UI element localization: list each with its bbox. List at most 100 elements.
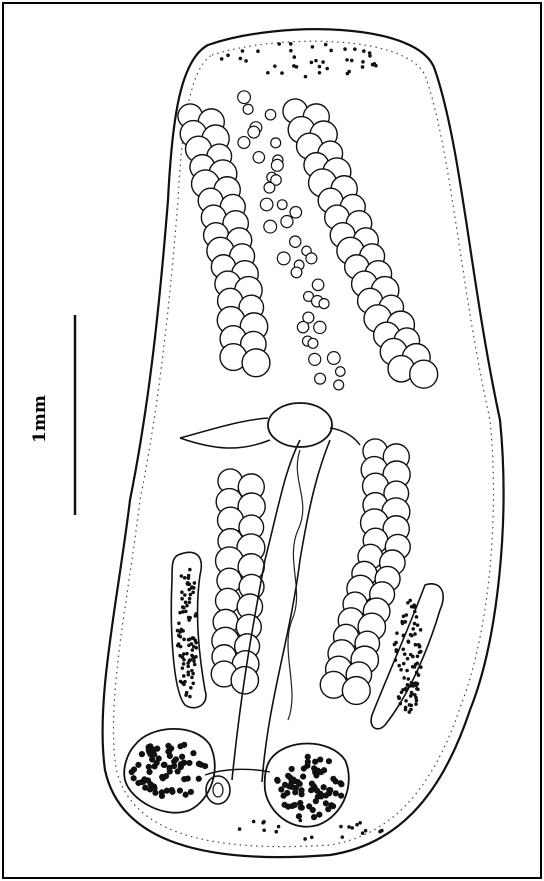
testis-granule	[279, 787, 284, 792]
gland-granule	[420, 629, 422, 631]
testis-granule	[136, 781, 141, 786]
gland-granule	[414, 644, 416, 646]
gland-granule	[189, 593, 191, 595]
gland-granule	[190, 643, 192, 645]
testis-granule	[197, 761, 202, 766]
testis-granule	[178, 788, 183, 793]
gland-granule	[187, 671, 189, 673]
gland-granule	[399, 703, 401, 705]
gland-granule	[192, 673, 194, 675]
stipple-dot	[351, 827, 353, 829]
stipple-dot	[315, 60, 317, 62]
testis-granule	[174, 757, 179, 762]
testis-granule	[333, 791, 338, 796]
testis-granule	[292, 803, 297, 808]
gland-granule	[414, 610, 416, 612]
gland-granule	[394, 659, 396, 661]
uterine-egg	[265, 109, 276, 120]
stipple-dot	[356, 824, 358, 826]
stipple-dot	[277, 825, 279, 827]
testis-granule	[146, 764, 151, 769]
gland-granule	[413, 604, 415, 606]
stipple-dot	[369, 52, 371, 54]
stipple-dot	[348, 826, 350, 828]
gland-granule	[180, 628, 182, 630]
stipple-dot	[227, 54, 229, 56]
uterine-egg	[277, 252, 290, 265]
stipple-dot	[267, 72, 269, 74]
uterine-egg	[309, 353, 321, 365]
testis-granule	[323, 801, 328, 806]
gland-granule	[396, 632, 398, 634]
vitelline-follicle	[410, 360, 438, 388]
gland-granule	[403, 663, 405, 665]
uterine-egg	[290, 236, 301, 247]
testis-granule	[289, 767, 294, 772]
uterine-egg	[264, 220, 277, 233]
gland-granule	[397, 696, 399, 698]
uterine-egg	[281, 215, 293, 227]
uterine-egg	[271, 138, 281, 148]
testis-granule	[161, 763, 166, 768]
gland-granule	[188, 601, 190, 603]
testis-granule	[164, 788, 169, 793]
gland-granule	[420, 666, 422, 668]
gland-granule	[191, 637, 193, 639]
testis-granule	[136, 762, 141, 767]
stipple-dot	[304, 76, 306, 78]
gland-granule	[404, 621, 406, 623]
uterine-egg	[319, 299, 329, 309]
gland-granule	[407, 640, 409, 642]
uterine-egg	[297, 321, 308, 332]
testis-granule	[152, 764, 157, 769]
gland-granule	[187, 665, 189, 667]
gland-granule	[402, 615, 404, 617]
uterine-egg	[264, 182, 275, 193]
gland-granule	[182, 611, 184, 613]
testis-granule	[187, 761, 192, 766]
stipple-dot	[241, 50, 243, 52]
uterine-egg	[243, 104, 253, 114]
gland-granule	[188, 619, 190, 621]
uterine-egg	[238, 91, 251, 104]
stipple-dot	[362, 61, 364, 63]
testis-granule	[132, 767, 137, 772]
stipple-dot	[245, 60, 247, 62]
stipple-dot	[221, 58, 223, 60]
gland-granule	[187, 674, 189, 676]
testis-granule	[305, 754, 310, 759]
gland-granule	[181, 667, 183, 669]
stipple-dot	[263, 821, 265, 823]
gland-granule	[415, 663, 417, 665]
testis-granule	[170, 789, 175, 794]
gland-granule	[179, 680, 181, 682]
testis-granule	[338, 781, 343, 786]
gland-granule	[184, 601, 186, 603]
stipple-dot	[326, 67, 328, 69]
testis-granule	[301, 774, 306, 779]
gland-granule	[192, 682, 194, 684]
testis-granule	[182, 742, 187, 747]
uterine-egg	[260, 198, 273, 211]
stipple-dot	[346, 72, 348, 74]
testis-granule	[131, 776, 136, 781]
stipple-dot	[310, 61, 312, 63]
gland-granule	[189, 659, 191, 661]
gland-granule	[416, 655, 418, 657]
gland-granule	[188, 644, 190, 646]
gland-granule	[185, 694, 187, 696]
stipple-dot	[381, 829, 383, 831]
stipple-dot	[281, 72, 283, 74]
uterine-egg	[314, 321, 326, 333]
testis-granule	[315, 788, 320, 793]
stipple-dot	[263, 829, 265, 831]
testis-granule	[331, 804, 336, 809]
testis-granule	[305, 763, 310, 768]
testis-granule	[156, 756, 161, 761]
gland-granule	[191, 654, 193, 656]
gland-granule	[402, 634, 404, 636]
testis-granule	[152, 784, 157, 789]
stipple-dot	[364, 830, 366, 832]
testis-granule	[299, 805, 304, 810]
